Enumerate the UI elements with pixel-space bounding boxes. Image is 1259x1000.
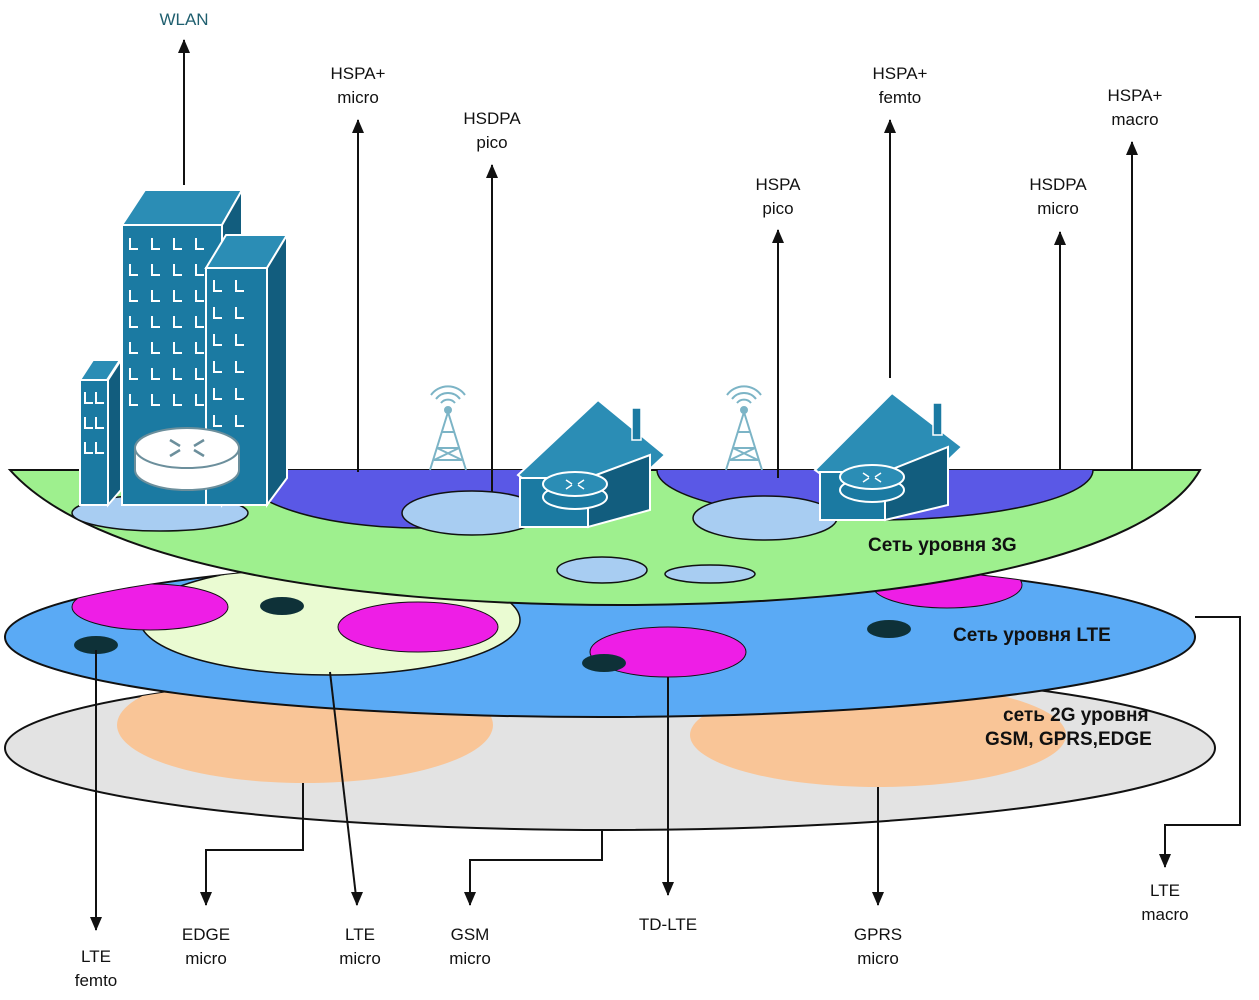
hsdpa-pico-label-1: HSDPA [463,109,521,128]
building-window [173,368,182,380]
lte-macro-label-1: LTE [1150,881,1180,900]
lte-femto-spot-4 [867,620,911,638]
building-window [213,388,222,400]
g3-small-cell-1 [556,556,648,584]
hspa-plus-micro-label-2: micro [337,88,379,107]
lte-femto-spot-1 [260,597,304,615]
home-router-icon-left [516,398,667,529]
lte-micro-arrow [329,671,363,906]
building-window [173,316,182,328]
building-window [195,238,204,250]
gsm-micro-arrow [464,829,603,906]
wlan-label: WLAN [159,10,208,29]
building-window [173,290,182,302]
hspa-pico-label-2: pico [762,199,793,218]
building-window [95,442,104,454]
lte-femto-label-1: LTE [81,947,111,966]
building-window [95,417,104,429]
building-window [213,280,222,292]
hspa-plus-macro-label-2: macro [1111,110,1158,129]
building-window [151,368,160,380]
hspa-plus-femto-label-2: femto [879,88,922,107]
building-window [151,316,160,328]
building-window [84,392,93,404]
building-window [95,392,104,404]
building-window [213,307,222,319]
building-window [235,388,244,400]
hsdpa-micro-label-2: micro [1037,199,1079,218]
building-window [213,334,222,346]
edge-micro-label-1: EDGE [182,925,230,944]
building-window [213,361,222,373]
gprs-micro-label-2: micro [857,949,899,968]
gsm-micro-label-1: GSM [451,925,490,944]
lte-femto-spot-3 [582,654,626,672]
g3-small-cell-2 [664,564,756,584]
td-lte-label: TD-LTE [639,915,697,934]
building-window [173,342,182,354]
building-window [195,264,204,276]
lte-femto-spot-2 [74,636,118,654]
cell-tower-icon-right [725,385,763,471]
hspa-pico-cell [692,495,838,541]
lte-micro-label-2: micro [339,949,381,968]
hspa-plus-micro-label-1: HSPA+ [331,64,386,83]
building-window [84,442,93,454]
cell-tower-icon-left [429,385,467,471]
building-window [151,264,160,276]
building-window [195,290,204,302]
building-window [151,394,160,406]
building-window [195,316,204,328]
hspa-plus-femto-label-1: HSPA+ [873,64,928,83]
gsm-micro-label-2: micro [449,949,491,968]
building-window [235,307,244,319]
building-window [173,394,182,406]
building-window [151,238,160,250]
building-window [129,316,138,328]
building-window [129,238,138,250]
building-window [235,361,244,373]
building-window [129,342,138,354]
edge-micro-arrow [200,783,304,906]
top-labels: WLAN HSPA+ micro HSDPA pico HSPA pico HS… [159,10,1162,218]
gprs-micro-label-1: GPRS [854,925,902,944]
building-window [235,415,244,427]
home-router-icon-right [813,391,964,522]
bottom-labels: LTE femto EDGE micro LTE micro GSM micro… [75,881,1189,990]
building-window [129,264,138,276]
hsdpa-micro-label-1: HSDPA [1029,175,1087,194]
down-arrows [90,616,1241,931]
hspa-plus-macro-label-1: HSPA+ [1108,86,1163,105]
building-window [195,368,204,380]
building-window [129,290,138,302]
building-window [129,394,138,406]
lte-magenta-cell-mid [337,601,499,653]
building-window [195,342,204,354]
building-window [195,394,204,406]
building-window [84,417,93,429]
hspa-pico-label-1: HSPA [755,175,801,194]
building-window [235,334,244,346]
layer-lte-label: Сеть уровня LTE [953,625,1111,646]
lte-micro-label-1: LTE [345,925,375,944]
hsdpa-pico-label-2: pico [476,133,507,152]
edge-micro-label-2: micro [185,949,227,968]
building-window [173,264,182,276]
lte-macro-arrow [1159,616,1241,868]
building-window [151,342,160,354]
office-buildings-icon [78,186,289,509]
up-arrows [178,39,1138,492]
building-window [235,280,244,292]
building-window [129,368,138,380]
lte-macro-label-2: macro [1141,905,1188,924]
layer-3g-label: Сеть уровня 3G [868,535,1017,556]
building-window [213,415,222,427]
lte-magenta-cell-left [71,583,229,631]
building-window [173,238,182,250]
building-window [151,290,160,302]
lte-femto-label-2: femto [75,971,118,990]
layer-2g-label-line1: сеть 2G уровня [1003,705,1149,726]
layer-2g-label-line2: GSM, GPRS,EDGE [985,729,1152,750]
